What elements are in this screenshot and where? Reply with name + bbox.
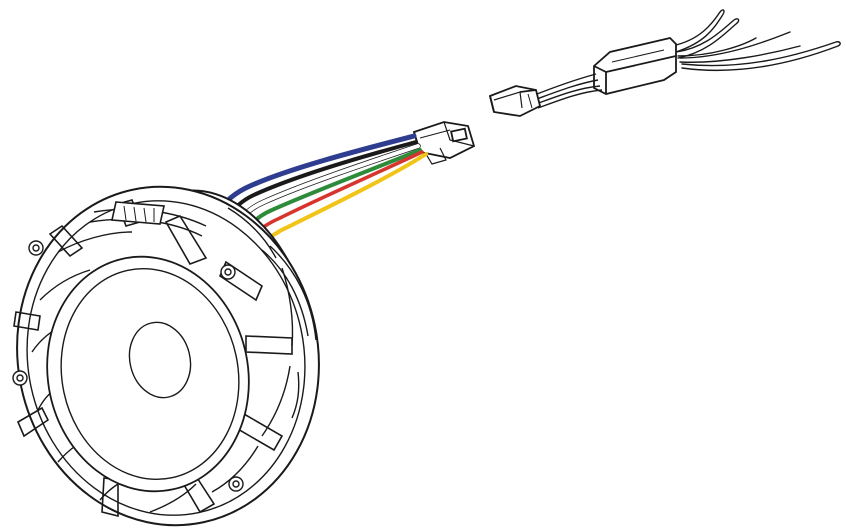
terminal-block	[111, 201, 165, 225]
module-cable	[531, 73, 603, 109]
speaker-driver-unit	[12, 185, 320, 527]
inline-connector	[488, 85, 542, 117]
wire-yellow	[258, 152, 428, 248]
power-leads	[671, 9, 841, 71]
cone-outer	[46, 255, 250, 493]
dust-cap	[128, 321, 192, 399]
control-module	[593, 37, 677, 95]
housing-flange	[261, 245, 317, 419]
screw-bosses	[12, 240, 244, 492]
harness-connector	[412, 121, 476, 165]
cone-inner	[60, 268, 240, 480]
